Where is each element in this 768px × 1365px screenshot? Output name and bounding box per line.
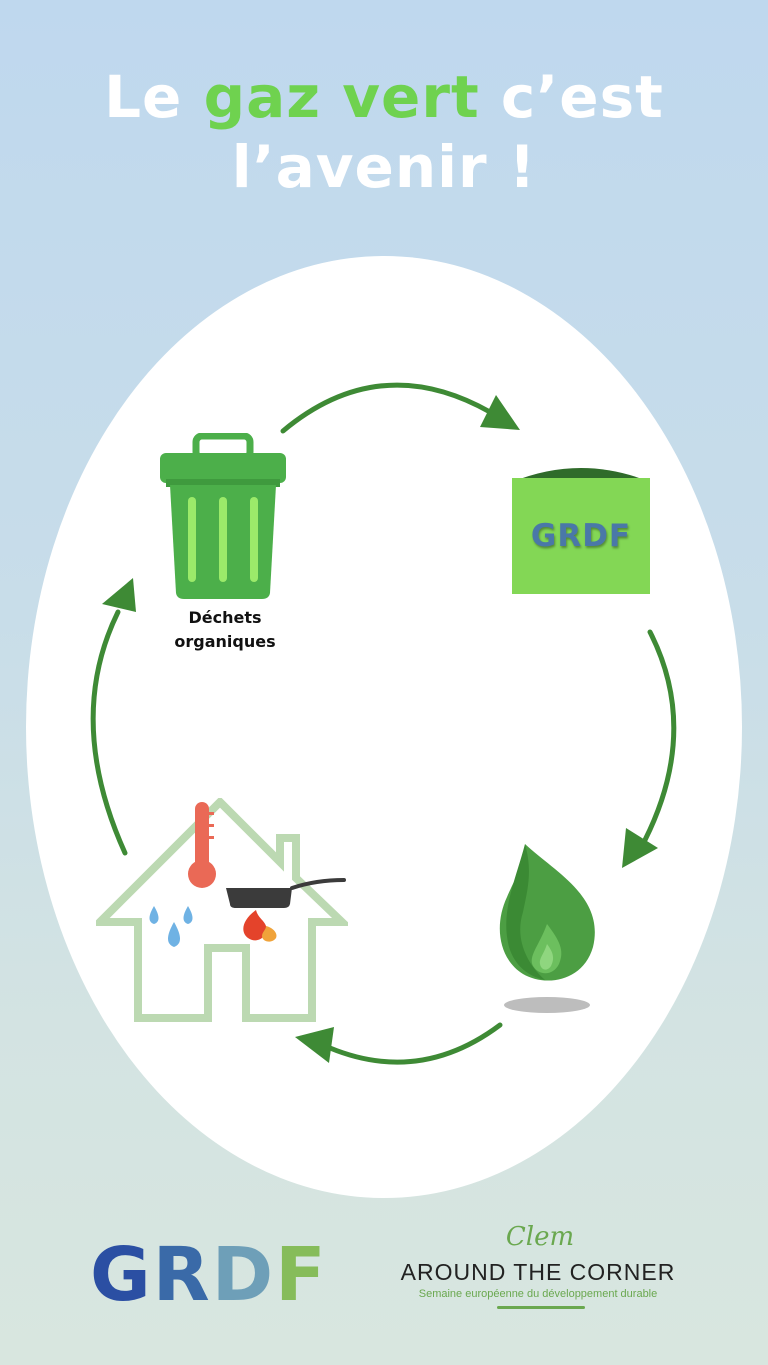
page-title: Le gaz vert c’est l’avenir ! <box>0 62 768 202</box>
title-text-start: Le <box>104 63 204 131</box>
arrowhead-1 <box>480 395 520 430</box>
trash-bin-icon <box>160 433 286 599</box>
atc-script-logo: Clem <box>505 1222 575 1252</box>
grdf-logo-letter-f: F <box>275 1232 328 1318</box>
grdf-logo-letter-g: G <box>90 1232 153 1318</box>
cycle-background <box>26 256 742 1198</box>
water-drops-icon <box>149 906 193 947</box>
arrow-gas-to-home <box>327 1022 503 1065</box>
green-flame-icon <box>499 844 595 1013</box>
arrow-methanizer-to-gas <box>642 629 677 843</box>
atc-underline <box>497 1306 585 1309</box>
tank-grdf-label: GRDF <box>530 518 632 554</box>
fire-icon <box>243 910 277 942</box>
title-line-2: l’avenir ! <box>231 133 537 201</box>
title-text-end: c’est <box>479 63 664 131</box>
arrow-home-to-waste <box>90 609 128 856</box>
waste-label: Déchets organiques <box>150 606 300 654</box>
waste-label-line-2: organiques <box>174 632 276 651</box>
arrowhead-3 <box>295 1027 334 1063</box>
arrowhead-2 <box>622 828 658 868</box>
grdf-logo-letter-d: D <box>211 1232 276 1318</box>
thermometer-icon <box>188 802 216 888</box>
grdf-logo: GRDF <box>90 1232 328 1318</box>
house-icon <box>96 798 348 1022</box>
grdf-logo-letter-r: R <box>152 1232 212 1318</box>
atc-title: AROUND THE CORNER <box>400 1259 676 1285</box>
title-highlight: gaz vert <box>203 63 480 131</box>
title-line-1: Le gaz vert c’est <box>0 62 768 132</box>
frying-pan-icon <box>226 878 346 908</box>
arrow-waste-to-methanizer <box>280 382 493 434</box>
waste-label-line-1: Déchets <box>188 608 262 627</box>
atc-subtitle: Semaine européenne du développement dura… <box>418 1288 658 1300</box>
arrowhead-4 <box>102 578 136 612</box>
methanizer-tank-icon: GRDF <box>512 478 650 594</box>
